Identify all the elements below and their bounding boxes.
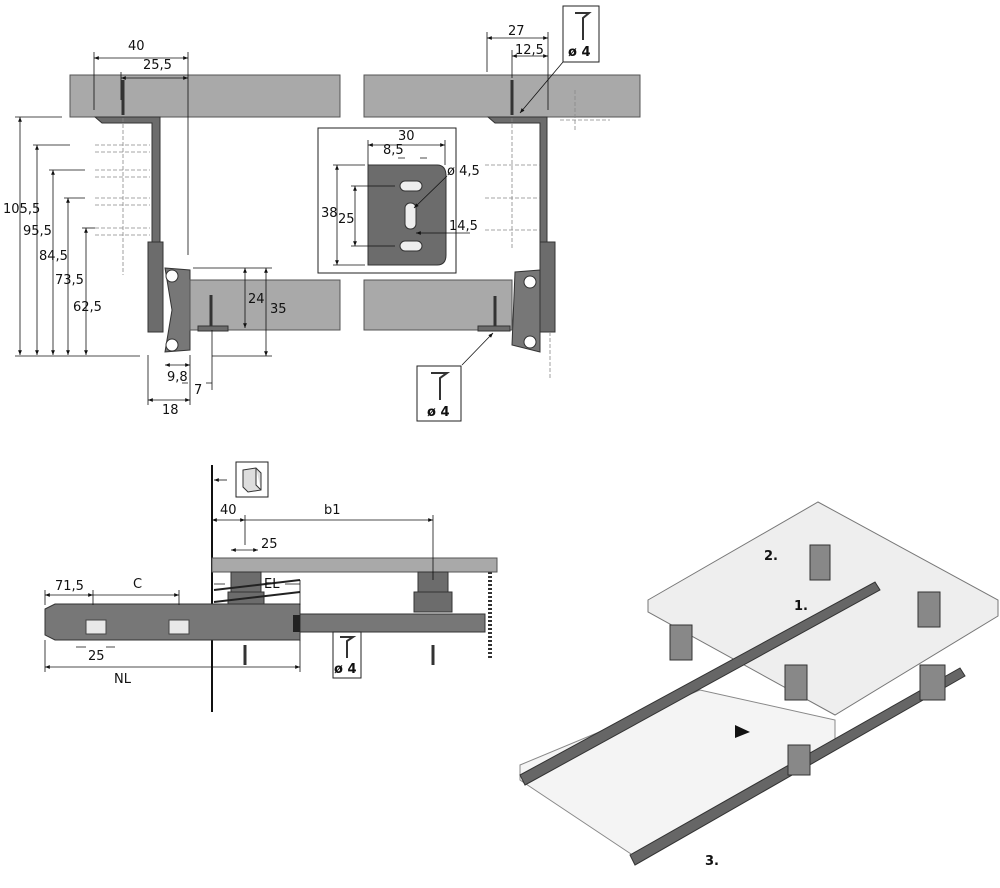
rail-left bbox=[519, 581, 881, 786]
bracket-detail-inset: 30 8,5 ø 4,5 38 25 14,5 bbox=[317, 127, 480, 274]
screw-size-label: ø 4 bbox=[334, 662, 357, 677]
dim-nl: NL bbox=[114, 672, 132, 687]
side-view: 40 b1 25 71,5 C EL 25 NL ø 4 bbox=[44, 461, 498, 712]
dim-25: 25 bbox=[338, 212, 355, 227]
dim-el: EL bbox=[264, 577, 280, 592]
cabinet-icon-box bbox=[235, 461, 269, 498]
dim-25-bottom: 25 bbox=[88, 649, 105, 664]
cabinet-icon bbox=[242, 467, 262, 493]
bracket-part bbox=[787, 744, 811, 776]
cabinet-member-rail bbox=[299, 613, 486, 633]
cabinet-rail-right bbox=[539, 241, 556, 333]
isometric-assembly: 2. 1. 3. bbox=[519, 501, 999, 869]
dim-40: 40 bbox=[128, 39, 145, 54]
dim-c: C bbox=[133, 577, 142, 592]
dim-7: 7 bbox=[194, 383, 202, 398]
screw-spec-box-top: ø 4 bbox=[562, 5, 600, 63]
dim-25-top: 25 bbox=[261, 537, 278, 552]
screw-size-label: ø 4 bbox=[568, 45, 591, 60]
dim-30: 30 bbox=[398, 129, 415, 144]
bracket-part bbox=[669, 624, 693, 661]
dim-25-5: 25,5 bbox=[143, 58, 172, 73]
mounting-bracket bbox=[93, 116, 161, 243]
cabinet-top-board bbox=[69, 74, 341, 118]
dim-hole-diameter: ø 4,5 bbox=[447, 164, 480, 179]
screw-size-label: ø 4 bbox=[427, 405, 450, 420]
dim-9-8: 9,8 bbox=[167, 370, 188, 385]
bracket-part bbox=[917, 591, 941, 628]
drawer-rail-right bbox=[511, 269, 541, 353]
step-2-label: 2. bbox=[764, 549, 778, 564]
cabinet-board-top bbox=[647, 501, 999, 716]
dim-35: 35 bbox=[270, 302, 287, 317]
dim-73-5: 73,5 bbox=[55, 273, 84, 288]
step-3-label: 3. bbox=[705, 854, 719, 869]
dim-b1: b1 bbox=[324, 503, 341, 518]
screw-icon bbox=[431, 372, 451, 400]
dim-95-5: 95,5 bbox=[23, 224, 52, 239]
cross-section-right: 27 12,5 ø 4 ø 4 bbox=[363, 5, 641, 422]
dim-27: 27 bbox=[508, 24, 525, 39]
dim-38: 38 bbox=[321, 206, 338, 221]
dim-18: 18 bbox=[162, 403, 179, 418]
drawer-bottom-board-right bbox=[363, 279, 513, 331]
bracket-part bbox=[809, 544, 831, 581]
screw-spec-box-bottom: ø 4 bbox=[416, 365, 462, 422]
dim-40: 40 bbox=[220, 503, 237, 518]
cross-section-left: 40 25,5 105,5 95,5 84,5 73,5 62,5 24 35 … bbox=[3, 39, 341, 418]
dim-62-5: 62,5 bbox=[73, 300, 102, 315]
bracket-part bbox=[784, 664, 808, 701]
step-1-label: 1. bbox=[794, 599, 808, 614]
screw-icon bbox=[575, 12, 592, 40]
drawer-rail bbox=[164, 267, 191, 353]
mounting-bracket-right bbox=[486, 116, 548, 243]
screw-spec-box-side: ø 4 bbox=[332, 631, 362, 679]
cabinet-top-board-right bbox=[363, 74, 641, 118]
dim-14-5: 14,5 bbox=[449, 219, 478, 234]
cabinet-side-board bbox=[211, 557, 498, 573]
dim-24: 24 bbox=[248, 292, 265, 307]
direction-arrow-icon bbox=[735, 725, 750, 738]
screw-icon bbox=[243, 645, 435, 665]
dim-8-5: 8,5 bbox=[383, 143, 404, 158]
dim-12-5: 12,5 bbox=[515, 43, 544, 58]
cabinet-rail bbox=[147, 241, 164, 333]
dim-71-5: 71,5 bbox=[55, 579, 84, 594]
dim-105-5: 105,5 bbox=[3, 202, 40, 217]
dim-84-5: 84,5 bbox=[39, 249, 68, 264]
screw-icon bbox=[340, 636, 357, 658]
bracket-part bbox=[919, 664, 946, 701]
